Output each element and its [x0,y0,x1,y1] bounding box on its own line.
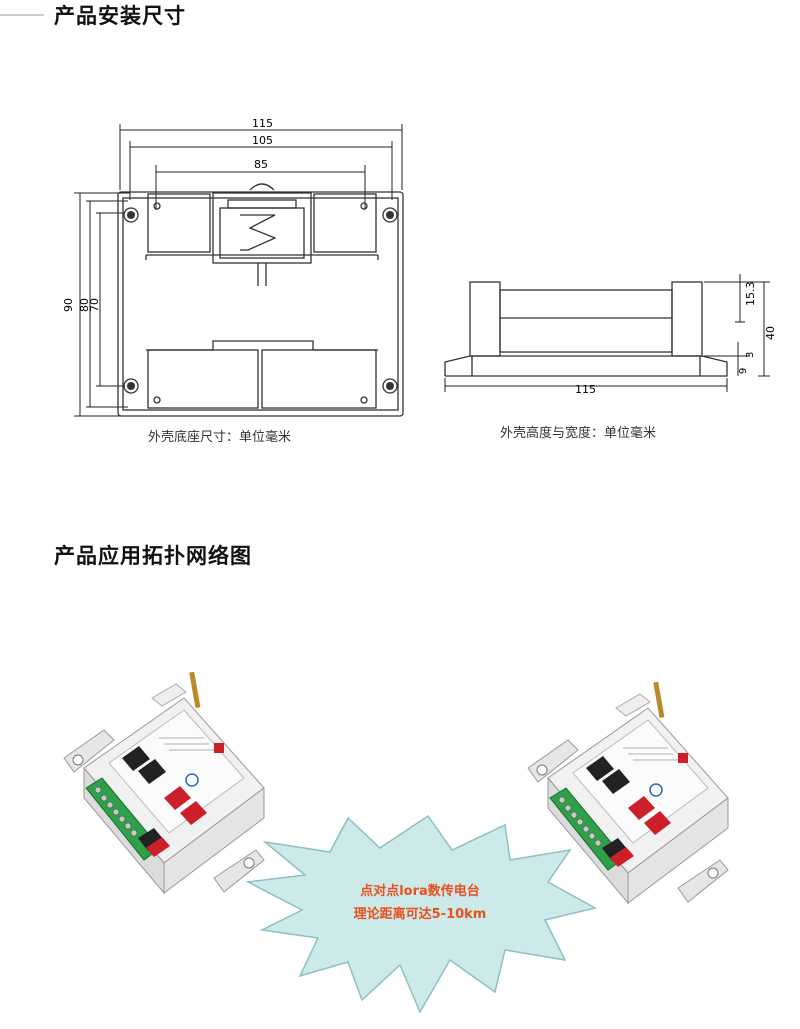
base-size-caption: 外壳底座尺寸：单位毫米 [148,430,292,445]
burst-text-line2: 理论距离可达5-10km [354,906,487,922]
dimension-drawings: 115 105 85 90 80 70 [62,117,777,417]
burst-text-line1: 点对点lora数传电台 [360,883,480,899]
radio-module-right [527,680,729,904]
dim-3-label: 3 [745,352,756,358]
dim-115-label: 115 [252,117,273,130]
dim-70-label: 70 [88,298,101,312]
dim-15-3-label: 15.3 [744,282,757,307]
radio-module-left [63,670,265,894]
dim-side-115-label: 115 [575,383,596,396]
topology-illustration: 点对点lora数传电台 理论距离可达5-10km [63,670,729,1014]
topology-heading: 产品应用拓扑网络图 [54,544,252,568]
page-corner-mark [0,0,44,16]
dim-80-label: 80 [78,298,91,312]
starburst-callout [245,814,598,1014]
dim-105-label: 105 [252,134,273,147]
dim-9-label: 9 [738,368,749,374]
side-profile-drawing: 115 15.3 40 9 3 [444,274,777,396]
dim-85-label: 85 [254,158,268,171]
dim-40-label: 40 [764,326,777,340]
height-width-caption: 外壳高度与宽度：单位毫米 [500,426,657,441]
install-size-heading: 产品安装尺寸 [54,4,186,28]
dim-90-label: 90 [62,298,75,312]
base-drawing: 115 105 85 90 80 70 [62,117,404,417]
